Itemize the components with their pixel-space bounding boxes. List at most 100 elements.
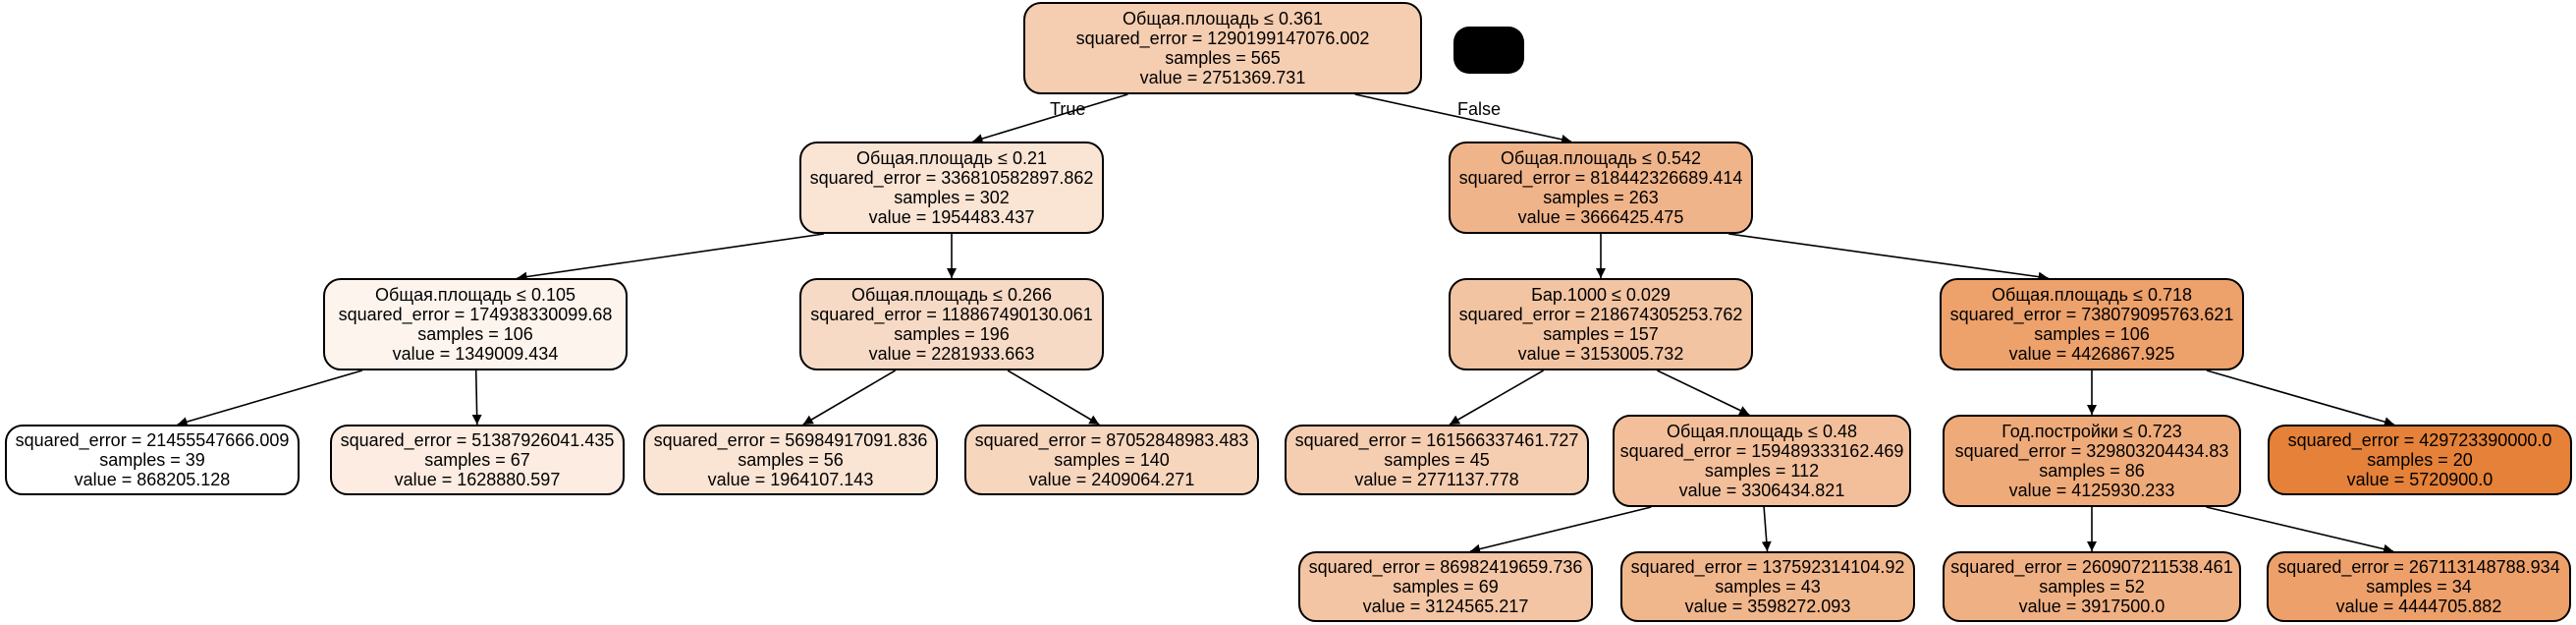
- node-squared-error: squared_error = 161566337461.727: [1294, 430, 1579, 450]
- node-squared-error: squared_error = 1290199147076.002: [1075, 28, 1370, 48]
- node-split: Общая.площадь ≤ 0.48: [1667, 422, 1857, 441]
- node-value: value = 4426867.925: [2008, 344, 2175, 364]
- edge-n3-n8: [471, 369, 482, 426]
- node-samples: samples = 565: [1165, 48, 1281, 68]
- node-split: Бар.1000 ≤ 0.029: [1531, 285, 1671, 305]
- node-value: value = 2281933.663: [868, 344, 1035, 364]
- edge-n12-n15: [1469, 506, 1652, 554]
- node-squared-error: squared_error = 818442326689.414: [1458, 168, 1743, 188]
- node-samples: samples = 39: [99, 450, 205, 470]
- edge-n4-n10: [1007, 369, 1100, 426]
- node-squared-error: squared_error = 429723390000.0: [2287, 430, 2552, 450]
- node-samples: samples = 69: [1393, 577, 1499, 597]
- edge-n12-n16: [1761, 506, 1772, 552]
- edge-n5-n11: [1449, 369, 1544, 426]
- node-value: value = 1964107.143: [707, 470, 874, 489]
- node-value: value = 4125930.233: [2008, 481, 2175, 500]
- edge-n3-n7: [177, 369, 363, 426]
- node-squared-error: squared_error = 174938330099.68: [338, 305, 613, 324]
- node-value: value = 3598272.093: [1684, 597, 1851, 616]
- node-samples: samples = 302: [894, 188, 1010, 207]
- node-value: value = 3124565.217: [1362, 597, 1529, 616]
- node-value: value = 3306434.821: [1678, 481, 1845, 500]
- node-squared-error: squared_error = 159489333162.469: [1619, 441, 1904, 461]
- node-samples: samples = 263: [1543, 188, 1659, 207]
- node-squared-error: squared_error = 260907211538.461: [1950, 557, 2233, 577]
- node-value: value = 2409064.271: [1028, 470, 1195, 489]
- edge-n0-n1: [972, 93, 1128, 143]
- node-split: Общая.площадь ≤ 0.105: [375, 285, 575, 305]
- edge-n4-n9: [802, 369, 897, 426]
- node-value: value = 5720900.0: [2346, 470, 2494, 489]
- node-squared-error: squared_error = 21455547666.009: [15, 430, 290, 450]
- node-samples: samples = 86: [2039, 461, 2145, 481]
- node-split: Общая.площадь ≤ 0.21: [856, 148, 1047, 168]
- node-squared-error: squared_error = 218674305253.762: [1458, 305, 1743, 324]
- node-samples: samples = 45: [1384, 450, 1490, 470]
- node-samples: samples = 157: [1543, 324, 1659, 344]
- node-value: value = 1954483.437: [868, 207, 1035, 227]
- edge-label-false: False: [1457, 99, 1502, 119]
- node-squared-error: squared_error = 118867490130.061: [810, 305, 1093, 324]
- redaction-block: [1453, 27, 1524, 74]
- node-value: value = 2771137.778: [1354, 470, 1519, 489]
- node-squared-error: squared_error = 87052848983.483: [974, 430, 1249, 450]
- node-value: value = 3917500.0: [2018, 597, 2165, 616]
- node-split: Общая.площадь ≤ 0.542: [1501, 148, 1701, 168]
- node-split: Общая.площадь ≤ 0.718: [1992, 285, 2192, 305]
- node-value: value = 2751369.731: [1139, 68, 1306, 87]
- node-value: value = 4444705.882: [2335, 597, 2502, 616]
- node-samples: samples = 34: [2366, 577, 2472, 597]
- edge-n1-n3: [517, 233, 824, 282]
- node-squared-error: squared_error = 56984917091.836: [653, 430, 928, 450]
- node-samples: samples = 112: [1704, 461, 1820, 481]
- edge-n6-n14: [2206, 369, 2395, 427]
- edge-n5-n12: [1657, 369, 1750, 416]
- node-squared-error: squared_error = 137592314104.92: [1630, 557, 1905, 577]
- node-samples: samples = 106: [417, 324, 533, 344]
- node-samples: samples = 56: [738, 450, 844, 470]
- edge-n0-n2: [1354, 93, 1572, 144]
- node-samples: samples = 43: [1715, 577, 1821, 597]
- node-samples: samples = 52: [2039, 577, 2145, 597]
- edge-n2-n6: [1728, 233, 2049, 282]
- node-squared-error: squared_error = 329803204434.83: [1954, 441, 2229, 461]
- edge-n13-n18: [2206, 506, 2394, 554]
- node-split: Общая.площадь ≤ 0.266: [851, 285, 1052, 305]
- node-value: value = 868205.128: [74, 470, 231, 489]
- node-squared-error: squared_error = 336810582897.862: [809, 168, 1094, 188]
- node-squared-error: squared_error = 86982419659.736: [1308, 557, 1583, 577]
- node-samples: samples = 106: [2034, 324, 2150, 344]
- node-squared-error: squared_error = 51387926041.435: [340, 430, 615, 450]
- node-samples: samples = 196: [894, 324, 1010, 344]
- node-value: value = 3666425.475: [1517, 207, 1684, 227]
- tree-edges: [177, 93, 2395, 554]
- node-split: Общая.площадь ≤ 0.361: [1123, 9, 1323, 28]
- edge-label-true: True: [1050, 99, 1086, 119]
- node-squared-error: squared_error = 267113148788.934: [2277, 557, 2560, 577]
- node-squared-error: squared_error = 738079095763.621: [1949, 305, 2234, 324]
- node-samples: samples = 20: [2367, 450, 2473, 470]
- node-split: Год.постройки ≤ 0.723: [2001, 422, 2182, 441]
- node-samples: samples = 140: [1054, 450, 1170, 470]
- node-samples: samples = 67: [424, 450, 530, 470]
